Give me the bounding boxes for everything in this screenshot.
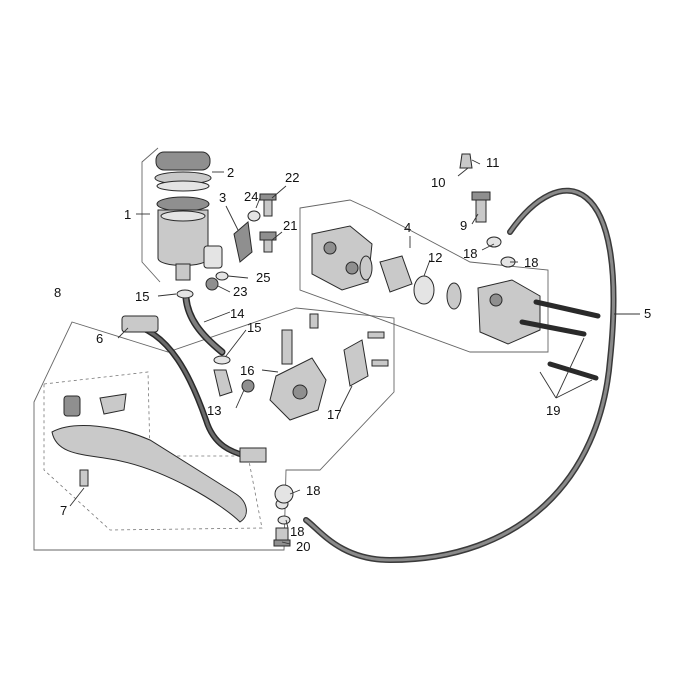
callout-18c: 18: [306, 483, 320, 498]
callout-11: 11: [486, 155, 500, 170]
clamp-15: [176, 289, 231, 365]
lever-7: [51, 393, 247, 523]
hose-14: [182, 294, 226, 356]
callout-18b: 18: [524, 255, 538, 270]
screw-22: [259, 193, 277, 217]
reservoir-1: [156, 196, 223, 281]
callout-1: 1: [124, 207, 131, 222]
callout-18a: 18: [463, 246, 477, 261]
group-frame-8-lever-assembly: [33, 307, 395, 551]
callout-10: 10: [431, 175, 445, 190]
callout-4: 4: [404, 220, 411, 235]
screws-17: [367, 331, 389, 367]
fitting-20: [273, 484, 294, 547]
nut-23: [205, 277, 219, 291]
switch-connector: [121, 315, 267, 463]
screw-21: [259, 231, 277, 253]
callout-24: 24: [244, 189, 258, 204]
callout-16: 16: [240, 363, 254, 378]
callout-15b: 15: [247, 320, 261, 335]
callout-3: 3: [219, 190, 226, 205]
callout-6: 6: [96, 331, 103, 346]
callout-18d: 18: [290, 524, 304, 539]
callout-7: 7: [60, 503, 67, 518]
piston-seals-12: [359, 255, 462, 310]
callout-8: 8: [54, 285, 61, 300]
callout-9: 9: [460, 218, 467, 233]
fitting-13: [213, 369, 255, 397]
callout-17: 17: [327, 407, 341, 422]
cable-6: [125, 321, 249, 459]
banjo-bolt-9: [471, 191, 491, 223]
callout-12: 12: [428, 250, 442, 265]
washer-25: [215, 271, 229, 281]
callout-labels: 1 2 3 4 5 6 7 8 9 10 11 12 13 14 15 15 1…: [54, 155, 651, 554]
bolts-19: [519, 299, 601, 381]
callout-22: 22: [285, 170, 299, 185]
callout-15a: 15: [135, 289, 149, 304]
hose-5: [303, 187, 617, 564]
reservoir-cap-2: [154, 151, 212, 192]
bleed-valve-10: [459, 153, 473, 169]
leader-lines: [69, 159, 640, 545]
callout-14: 14: [230, 306, 244, 321]
washer-24: [247, 210, 261, 222]
group-frame-1-reservoir: [141, 147, 161, 283]
slave-cylinder-body-4: [311, 225, 373, 291]
callout-2: 2: [227, 165, 234, 180]
master-cylinder-body-16: [269, 313, 327, 421]
callout-19: 19: [546, 403, 560, 418]
callout-13: 13: [207, 403, 221, 418]
callout-25: 25: [256, 270, 270, 285]
group-frame-4-slave-cylinder: [299, 199, 549, 353]
callout-20: 20: [296, 539, 310, 554]
callout-5: 5: [644, 306, 651, 321]
bracket-3: [233, 221, 253, 263]
clamp-17: [343, 339, 369, 387]
callout-23: 23: [233, 284, 247, 299]
callout-21: 21: [283, 218, 297, 233]
slave-cylinder-housing: [477, 279, 541, 345]
